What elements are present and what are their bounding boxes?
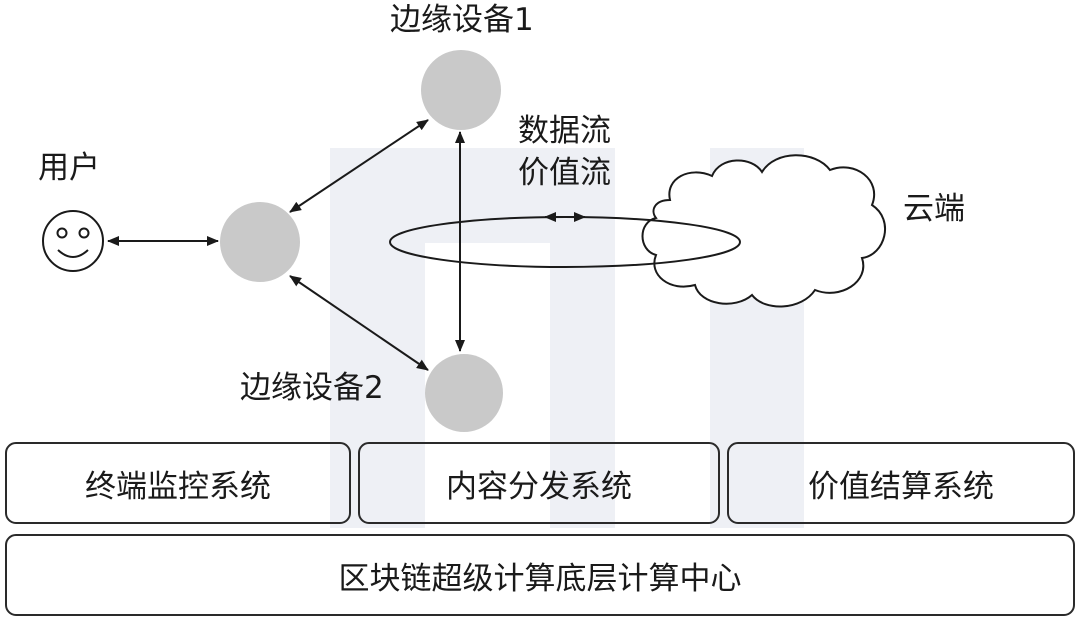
smiley-face-icon (42, 210, 104, 272)
edge-device-2-node (425, 354, 503, 432)
flow-label-value: 价值流 (518, 155, 611, 191)
cloud-label: 云端 (903, 191, 965, 227)
network-diagram (42, 50, 887, 432)
user-label: 用户 (38, 150, 100, 186)
terminal-monitoring-system-box: 终端监控系统 (5, 442, 351, 524)
flow-label-data: 数据流 (518, 113, 611, 149)
hub-device2-arrow (289, 275, 429, 371)
edge-device-2-label: 边缘设备2 (240, 370, 384, 406)
cloud-icon (641, 154, 887, 308)
value-settlement-system-box: 价值结算系统 (727, 442, 1075, 524)
blockchain-computing-center-box: 区块链超级计算底层计算中心 (5, 534, 1075, 616)
content-distribution-system-box: 内容分发系统 (358, 442, 720, 524)
edge-device-1-node (421, 50, 501, 130)
edge-hub-node (220, 202, 300, 282)
hub-device1-arrow (289, 119, 429, 213)
edge-device-1-label: 边缘设备1 (390, 2, 534, 38)
